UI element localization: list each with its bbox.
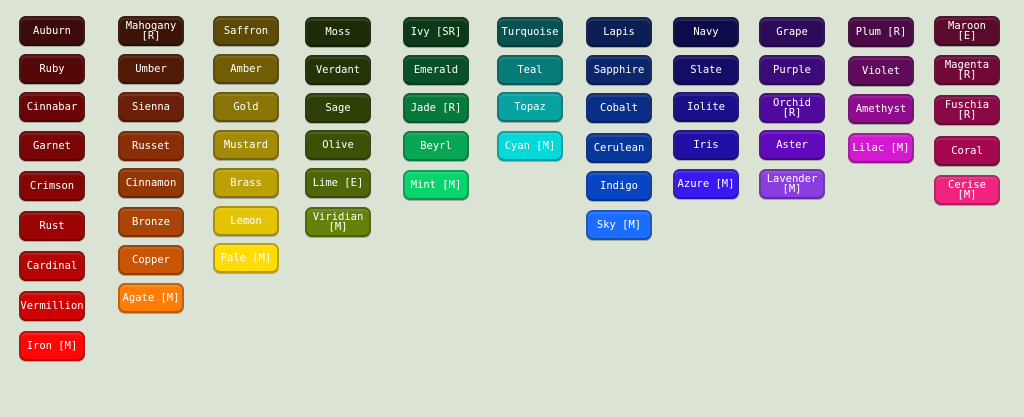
- swatch-indigo[interactable]: Indigo: [586, 171, 652, 201]
- swatch-lilac[interactable]: Lilac [M]: [848, 133, 914, 163]
- swatch-vermillion[interactable]: Vermillion: [19, 291, 85, 321]
- swatch-iolite[interactable]: Iolite: [673, 92, 739, 122]
- swatch-orchid[interactable]: Orchid [R]: [759, 93, 825, 123]
- swatch-navy[interactable]: Navy: [673, 17, 739, 47]
- swatch-gold[interactable]: Gold: [213, 92, 279, 122]
- swatch-olive[interactable]: Olive: [305, 130, 371, 160]
- swatch-amethyst[interactable]: Amethyst: [848, 94, 914, 124]
- swatch-cerulean[interactable]: Cerulean: [586, 133, 652, 163]
- swatch-cerise[interactable]: Cerise [M]: [934, 175, 1000, 205]
- swatch-sage[interactable]: Sage: [305, 93, 371, 123]
- swatch-brass[interactable]: Brass: [213, 168, 279, 198]
- swatch-mahogany[interactable]: Mahogany [R]: [118, 16, 184, 46]
- swatch-magenta[interactable]: Magenta [R]: [934, 55, 1000, 85]
- swatch-crimson[interactable]: Crimson: [19, 171, 85, 201]
- swatch-cinnamon[interactable]: Cinnamon: [118, 168, 184, 198]
- swatch-lime[interactable]: Lime [E]: [305, 168, 371, 198]
- swatch-slate[interactable]: Slate: [673, 55, 739, 85]
- swatch-moss[interactable]: Moss: [305, 17, 371, 47]
- swatch-azure[interactable]: Azure [M]: [673, 169, 739, 199]
- swatch-cinnabar[interactable]: Cinnabar: [19, 92, 85, 122]
- swatch-auburn[interactable]: Auburn: [19, 16, 85, 46]
- swatch-saffron[interactable]: Saffron: [213, 16, 279, 46]
- swatch-iron[interactable]: Iron [M]: [19, 331, 85, 361]
- swatch-lemon[interactable]: Lemon: [213, 206, 279, 236]
- swatch-verdant[interactable]: Verdant: [305, 55, 371, 85]
- swatch-rust[interactable]: Rust: [19, 211, 85, 241]
- swatch-coral[interactable]: Coral: [934, 136, 1000, 166]
- swatch-mint[interactable]: Mint [M]: [403, 170, 469, 200]
- swatch-fuschia[interactable]: Fuschia [R]: [934, 95, 1000, 125]
- swatch-russet[interactable]: Russet: [118, 131, 184, 161]
- swatch-topaz[interactable]: Topaz: [497, 92, 563, 122]
- swatch-umber[interactable]: Umber: [118, 54, 184, 84]
- swatch-sky[interactable]: Sky [M]: [586, 210, 652, 240]
- swatch-violet[interactable]: Violet: [848, 56, 914, 86]
- swatch-ruby[interactable]: Ruby: [19, 54, 85, 84]
- swatch-maroon[interactable]: Maroon [E]: [934, 16, 1000, 46]
- swatch-cobalt[interactable]: Cobalt: [586, 93, 652, 123]
- swatch-viridian[interactable]: Viridian [M]: [305, 207, 371, 237]
- swatch-beyrl[interactable]: Beyrl: [403, 131, 469, 161]
- swatch-mustard[interactable]: Mustard: [213, 130, 279, 160]
- swatch-plum[interactable]: Plum [R]: [848, 17, 914, 47]
- swatch-teal[interactable]: Teal: [497, 55, 563, 85]
- swatch-lapis[interactable]: Lapis: [586, 17, 652, 47]
- swatch-copper[interactable]: Copper: [118, 245, 184, 275]
- swatch-cyan[interactable]: Cyan [M]: [497, 131, 563, 161]
- swatch-grape[interactable]: Grape: [759, 17, 825, 47]
- swatch-garnet[interactable]: Garnet: [19, 131, 85, 161]
- swatch-emerald[interactable]: Emerald: [403, 55, 469, 85]
- swatch-ivy[interactable]: Ivy [SR]: [403, 17, 469, 47]
- swatch-sienna[interactable]: Sienna: [118, 92, 184, 122]
- swatch-amber[interactable]: Amber: [213, 54, 279, 84]
- swatch-pale[interactable]: Pale [M]: [213, 243, 279, 273]
- swatch-jade[interactable]: Jade [R]: [403, 93, 469, 123]
- swatch-purple[interactable]: Purple: [759, 55, 825, 85]
- swatch-lavender[interactable]: Lavender [M]: [759, 169, 825, 199]
- swatch-cardinal[interactable]: Cardinal: [19, 251, 85, 281]
- swatch-agate[interactable]: Agate [M]: [118, 283, 184, 313]
- swatch-bronze[interactable]: Bronze: [118, 207, 184, 237]
- swatch-sapphire[interactable]: Sapphire: [586, 55, 652, 85]
- swatch-aster[interactable]: Aster: [759, 130, 825, 160]
- swatch-turquoise[interactable]: Turquoise: [497, 17, 563, 47]
- swatch-iris[interactable]: Iris: [673, 130, 739, 160]
